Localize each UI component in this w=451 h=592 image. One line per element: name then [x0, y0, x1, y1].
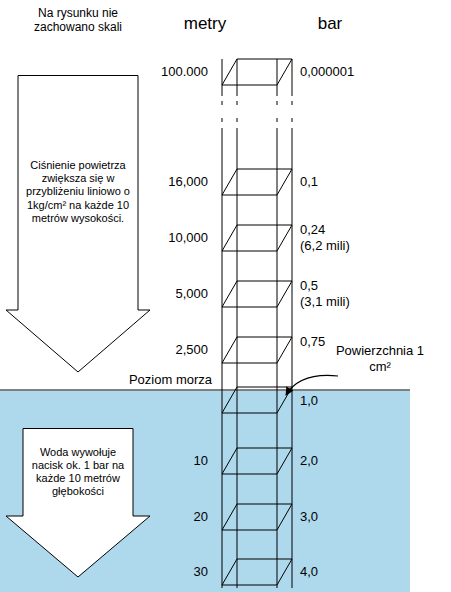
value-label: 0,75	[300, 334, 325, 350]
value-label: 0,1	[300, 174, 318, 190]
value-label: 0,5	[300, 278, 318, 294]
column-break	[237, 101, 238, 105]
arrow-shape	[6, 76, 150, 373]
arrow-outline	[5, 75, 151, 373]
column-edge	[237, 128, 238, 588]
value-label: 2,500	[175, 342, 208, 358]
value-label: 2,0	[300, 453, 318, 469]
column-edge	[237, 59, 238, 96]
callout-label: Powierzchnia 1 cm²	[330, 343, 430, 374]
column-edge	[277, 128, 278, 588]
column-heading: bar	[305, 14, 355, 34]
area-square	[222, 225, 292, 251]
column-edge	[277, 59, 278, 96]
column-edge	[292, 128, 293, 588]
value-label: 16,000	[168, 174, 208, 190]
value-label: (3,1 mili)	[300, 294, 350, 310]
arrow-shape	[6, 429, 150, 578]
air-column	[222, 59, 292, 588]
sea-area	[0, 391, 410, 592]
area-square	[222, 448, 292, 474]
area-square	[222, 504, 292, 530]
arrow-text: Woda wywołuje nacisk ok. 1 bar na każde …	[26, 446, 130, 499]
column-edge	[222, 59, 223, 96]
value-label: 1,0	[300, 393, 318, 409]
value-label: 0,000001	[300, 64, 354, 80]
arrow-text: Ciśnienie powietrza zwiększa się w przyb…	[21, 159, 135, 225]
value-label: 5,000	[175, 286, 208, 302]
column-break	[222, 101, 223, 105]
down-arrow: Ciśnienie powietrza zwiększa się w przyb…	[5, 75, 151, 373]
down-arrow: Woda wywołuje nacisk ok. 1 bar na każde …	[5, 428, 151, 578]
area-square	[222, 337, 292, 363]
column-edge	[292, 59, 293, 96]
value-label: (6,2 mili)	[300, 238, 350, 254]
value-label: 100.000	[161, 64, 208, 80]
value-label: 0,24	[300, 222, 325, 238]
column-break	[237, 118, 238, 122]
value-label: 10,000	[168, 230, 208, 246]
column-heading: metry	[170, 14, 240, 34]
sea-level-label: Poziom morza	[129, 372, 212, 388]
value-label: 3,0	[300, 509, 318, 525]
area-square	[222, 169, 292, 195]
value-label: 30	[194, 564, 208, 580]
sea-level-line	[0, 390, 410, 391]
column-break	[292, 101, 293, 105]
value-label: 10	[194, 453, 208, 469]
area-square	[222, 59, 292, 85]
scale-note: Na rysunku nie zachowano skali	[22, 6, 134, 35]
leader-line	[286, 375, 338, 395]
area-square	[222, 387, 292, 413]
column-break	[277, 101, 278, 105]
value-label: 4,0	[300, 564, 318, 580]
area-square	[222, 281, 292, 307]
value-label: 20	[194, 509, 208, 525]
column-edge	[222, 128, 223, 588]
column-break	[222, 118, 223, 122]
column-break	[277, 118, 278, 122]
column-break	[292, 118, 293, 122]
area-square	[222, 559, 292, 585]
